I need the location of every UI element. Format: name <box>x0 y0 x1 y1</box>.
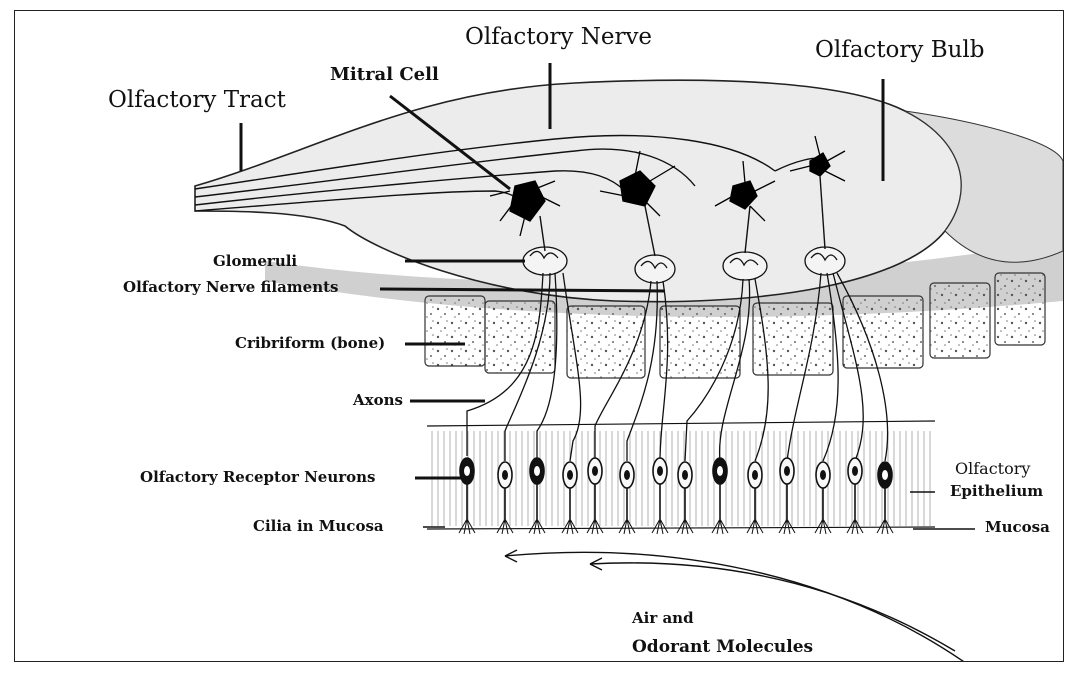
epithelium-label-line2: Epithelium <box>950 484 1043 499</box>
mucosa-label: Mucosa <box>985 520 1050 535</box>
epithelium-label-line1: Olfactory <box>955 461 1030 477</box>
glomerulus-4 <box>805 247 845 275</box>
glomerulus-3 <box>723 252 767 280</box>
glomerulus-1 <box>523 247 567 275</box>
diagram-frame: Olfactory Tract Mitral Cell Olfactory Ne… <box>14 10 1064 662</box>
receptor-neurons-label: Olfactory Receptor Neurons <box>140 470 376 485</box>
olfactory-tract-label: Olfactory Tract <box>108 89 286 112</box>
glomerulus-2 <box>635 255 675 283</box>
mitral-cell-label: Mitral Cell <box>330 66 439 84</box>
air-label-line1: Air and <box>632 611 694 626</box>
olfactory-bulb-label: Olfactory Bulb <box>815 39 985 62</box>
cribriform-label: Cribriform (bone) <box>235 336 385 351</box>
cilia-label: Cilia in Mucosa <box>253 519 384 534</box>
glomeruli-label: Glomeruli <box>213 254 297 269</box>
axons-label: Axons <box>353 393 403 408</box>
olfactory-nerve-label: Olfactory Nerve <box>465 26 652 49</box>
nerve-filaments-label: Olfactory Nerve filaments <box>123 280 339 295</box>
air-label-line2: Odorant Molecules <box>632 639 813 656</box>
